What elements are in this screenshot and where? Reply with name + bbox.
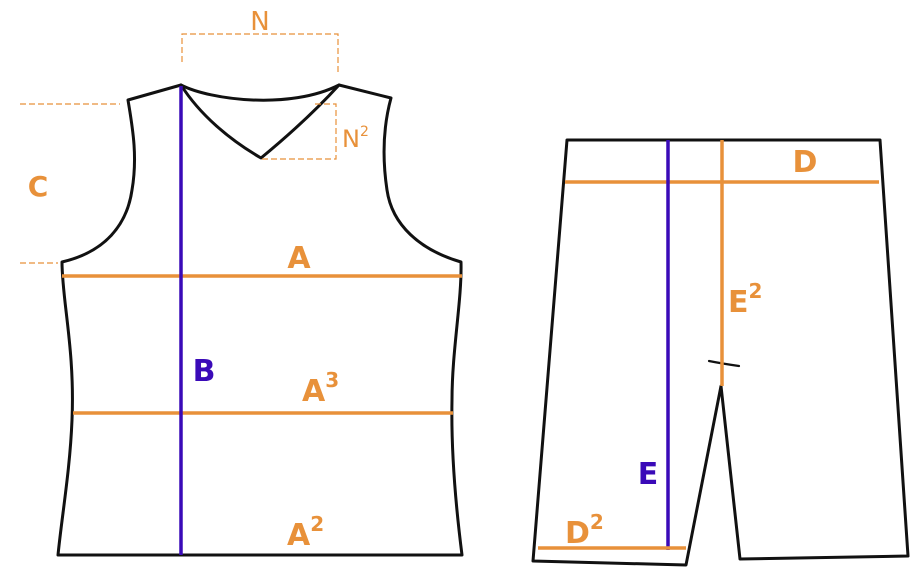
waist-sup: 3 [325,368,339,392]
leg-opening-sup: 2 [590,510,604,534]
rise-sup: 2 [749,279,763,303]
rise-label: E2 [728,279,762,320]
hem-label: A2 [287,512,324,553]
waistband-label: D [793,145,818,180]
neck-depth-guide [262,103,337,160]
neck-depth-sup: 2 [360,124,369,140]
shorts-outline [531,138,910,567]
waist-label: A3 [302,368,339,409]
outseam-label: E [638,457,659,492]
top-garment: N N2 C A B A3 A2 [20,7,464,557]
shorts-garment: D E2 E D2 [531,138,910,567]
top-outline [56,83,464,557]
body-length-label: B [193,354,216,389]
crotch-curve-mark [707,359,741,368]
chest-label: A [287,241,311,276]
neck-depth-label: N2 [342,124,369,153]
neck-width-label: N [250,7,269,37]
top-neckline-inner [179,83,341,102]
neck-width-guide [181,33,339,72]
hem-sup: 2 [310,512,324,536]
armhole-label: C [28,170,49,203]
leg-opening-label: D2 [565,510,604,551]
